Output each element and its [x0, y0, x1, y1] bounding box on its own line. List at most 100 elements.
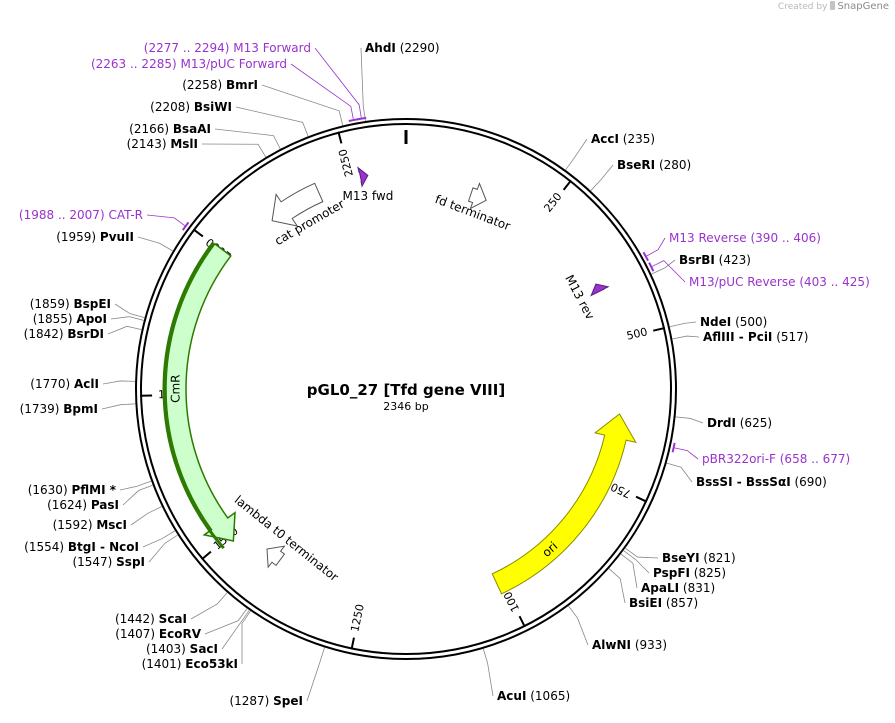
cmr-feature-arrow	[165, 242, 236, 542]
site-leader-bsiei	[608, 568, 626, 604]
site-leader-pspfi	[623, 550, 650, 574]
site-leader-pvuii	[137, 236, 173, 252]
site-label-afliii-pcii: AflIII - PciI (517)	[703, 330, 809, 344]
snapgene-logo-icon	[830, 1, 836, 10]
fd-terminator-feature-arrow	[467, 182, 487, 210]
credit-prefix: Created by	[777, 2, 828, 12]
tick-label: 750	[609, 480, 634, 501]
primer-label-pbr322ori-f: pBR322ori-F (658 .. 677)	[702, 452, 850, 466]
tick-mark-1000	[518, 615, 526, 628]
site-label-msli: (2143) MslI	[127, 137, 198, 151]
tick-label: 1250	[348, 603, 366, 633]
site-label-alwni: AlwNI (933)	[592, 638, 667, 652]
site-label-eco53ki: (1401) Eco53kI	[142, 657, 238, 671]
primer-leader-m13-forward	[314, 47, 362, 118]
site-label-pasi: (1624) PasI	[47, 498, 119, 512]
primer-leader-m13-reverse	[646, 237, 666, 257]
site-label-spei: (1287) SpeI	[229, 694, 303, 708]
site-label-msci: (1592) MscI	[53, 518, 127, 532]
cmr-border-track	[162, 241, 225, 550]
site-label-apali: ApaLI (831)	[641, 581, 715, 595]
site-leader-ecorv	[204, 608, 248, 635]
site-label-apoi: (1855) ApoI	[33, 312, 107, 326]
credit-brand: SnapGene	[837, 1, 889, 12]
tick-mark-2000	[192, 228, 204, 238]
backbone-outer-ring	[135, 118, 677, 660]
site-label-acci: AccI (235)	[591, 132, 655, 146]
site-label-scai: (1442) ScaI	[115, 612, 187, 626]
site-label-bspei: (1859) BspEI	[30, 297, 111, 311]
site-label-ecorv: (1407) EcoRV	[115, 627, 202, 641]
tick-label: 2250	[336, 148, 356, 178]
site-leader-bsrdi	[107, 325, 142, 335]
site-leader-pasi	[122, 484, 153, 506]
primer-annotations: (2277 .. 2294) M13 Forward(2263 .. 2285)…	[19, 41, 870, 466]
primer-label-m13-forward: (2277 .. 2294) M13 Forward	[144, 41, 311, 55]
primer-mark-pbr322ori-f	[671, 442, 676, 453]
site-leader-ndei	[669, 321, 697, 328]
site-label-bsiwi: (2208) BsiWI	[150, 100, 232, 114]
restriction-sites: AhdI (2290)(2258) BmrI(2208) BsiWI(2166)…	[20, 41, 827, 708]
site-label-bsrbi: BsrBI (423)	[679, 253, 751, 267]
site-leader-bseri	[590, 164, 614, 191]
cat-promoter-feature-arrow	[271, 182, 324, 227]
site-label-ndei: NdeI (500)	[700, 315, 767, 329]
site-label-pvuii: (1959) PvuII	[56, 230, 134, 244]
primer-mark-m13-puc-reverse	[648, 262, 655, 272]
primer-leader-cat-r	[146, 214, 186, 226]
site-leader-bsssi-bsss-i	[666, 462, 693, 483]
primer-mark-cat-r	[181, 221, 190, 231]
site-label-bmri: (2258) BmrI	[182, 78, 258, 92]
site-leader-drdi	[675, 416, 704, 424]
backbone-inner-ring	[140, 123, 672, 655]
site-leader-bpmi	[101, 403, 136, 410]
site-leader-apali	[620, 553, 638, 589]
site-leader-saci	[221, 609, 250, 650]
primer-label-m13-reverse: M13 Reverse (390 .. 406)	[669, 231, 821, 245]
site-leader-bsrbi	[651, 259, 676, 275]
m13-fwd-label: M13 fwd	[342, 189, 393, 203]
site-leader-sspi	[148, 534, 178, 563]
site-leader-btgi-ncoi	[142, 530, 176, 548]
site-leader-afliii-pcii	[672, 335, 700, 340]
site-leader-scai	[190, 592, 228, 620]
lambda-t0-terminator-feature-arrow	[266, 545, 286, 569]
site-leader-bspei	[114, 303, 145, 319]
primer-label-cat-r: (1988 .. 2007) CAT-R	[19, 208, 143, 222]
site-leader-spei	[306, 647, 325, 702]
cmr-label: CmR	[168, 374, 182, 402]
site-leader-apoi	[110, 316, 144, 321]
primer-label-m13-puc-reverse: M13/pUC Reverse (403 .. 425)	[689, 275, 870, 289]
site-label-drdi: DrdI (625)	[707, 416, 772, 430]
m13-fwd-feature-arrow	[357, 166, 369, 188]
snapgene-credit: Created by SnapGene	[778, 1, 889, 12]
site-leader-bsiwi	[235, 106, 309, 137]
site-label-btgi-ncoi: (1554) BtgI - NcoI	[24, 540, 139, 554]
site-label-bsiei: BsiEI (857)	[629, 596, 698, 610]
site-label-bsrdi: (1842) BsrDI	[24, 327, 104, 341]
plasmid-name: pGL0_27 [Tfd gene VIII]	[307, 381, 505, 399]
site-label-sspi: (1547) SspI	[72, 555, 145, 569]
site-label-acui: AcuI (1065)	[497, 689, 570, 703]
tick-mark-250	[562, 179, 572, 191]
site-leader-ahdi	[360, 47, 366, 122]
primer-leader-m13-puc-forward	[290, 63, 354, 120]
site-label-ahdi: AhdI (2290)	[365, 41, 440, 55]
site-label-bseyi: BseYI (821)	[662, 551, 736, 565]
site-leader-alwni	[568, 605, 589, 646]
site-leader-pflmi	[119, 480, 152, 491]
site-label-bsssi-bsss-i: BssSI - BssSαI (690)	[696, 475, 827, 489]
site-label-pspfi: PspFI (825)	[653, 566, 726, 580]
site-leader-msli	[201, 143, 267, 158]
m13-rev-feature-arrow	[590, 283, 610, 297]
tick-mark-500	[652, 326, 666, 332]
site-label-bseri: BseRI (280)	[617, 158, 691, 172]
primer-mark-m13-puc-forward	[348, 118, 359, 123]
tick-mark-1500	[201, 550, 212, 561]
ori-feature-arrow	[491, 413, 637, 595]
site-label-saci: (1403) SacI	[146, 642, 218, 656]
tick-label: 250	[541, 190, 564, 215]
tick-mark-1250	[350, 637, 355, 650]
tick-mark-2250	[337, 131, 343, 144]
primer-leader-m13-puc-reverse	[651, 260, 686, 283]
